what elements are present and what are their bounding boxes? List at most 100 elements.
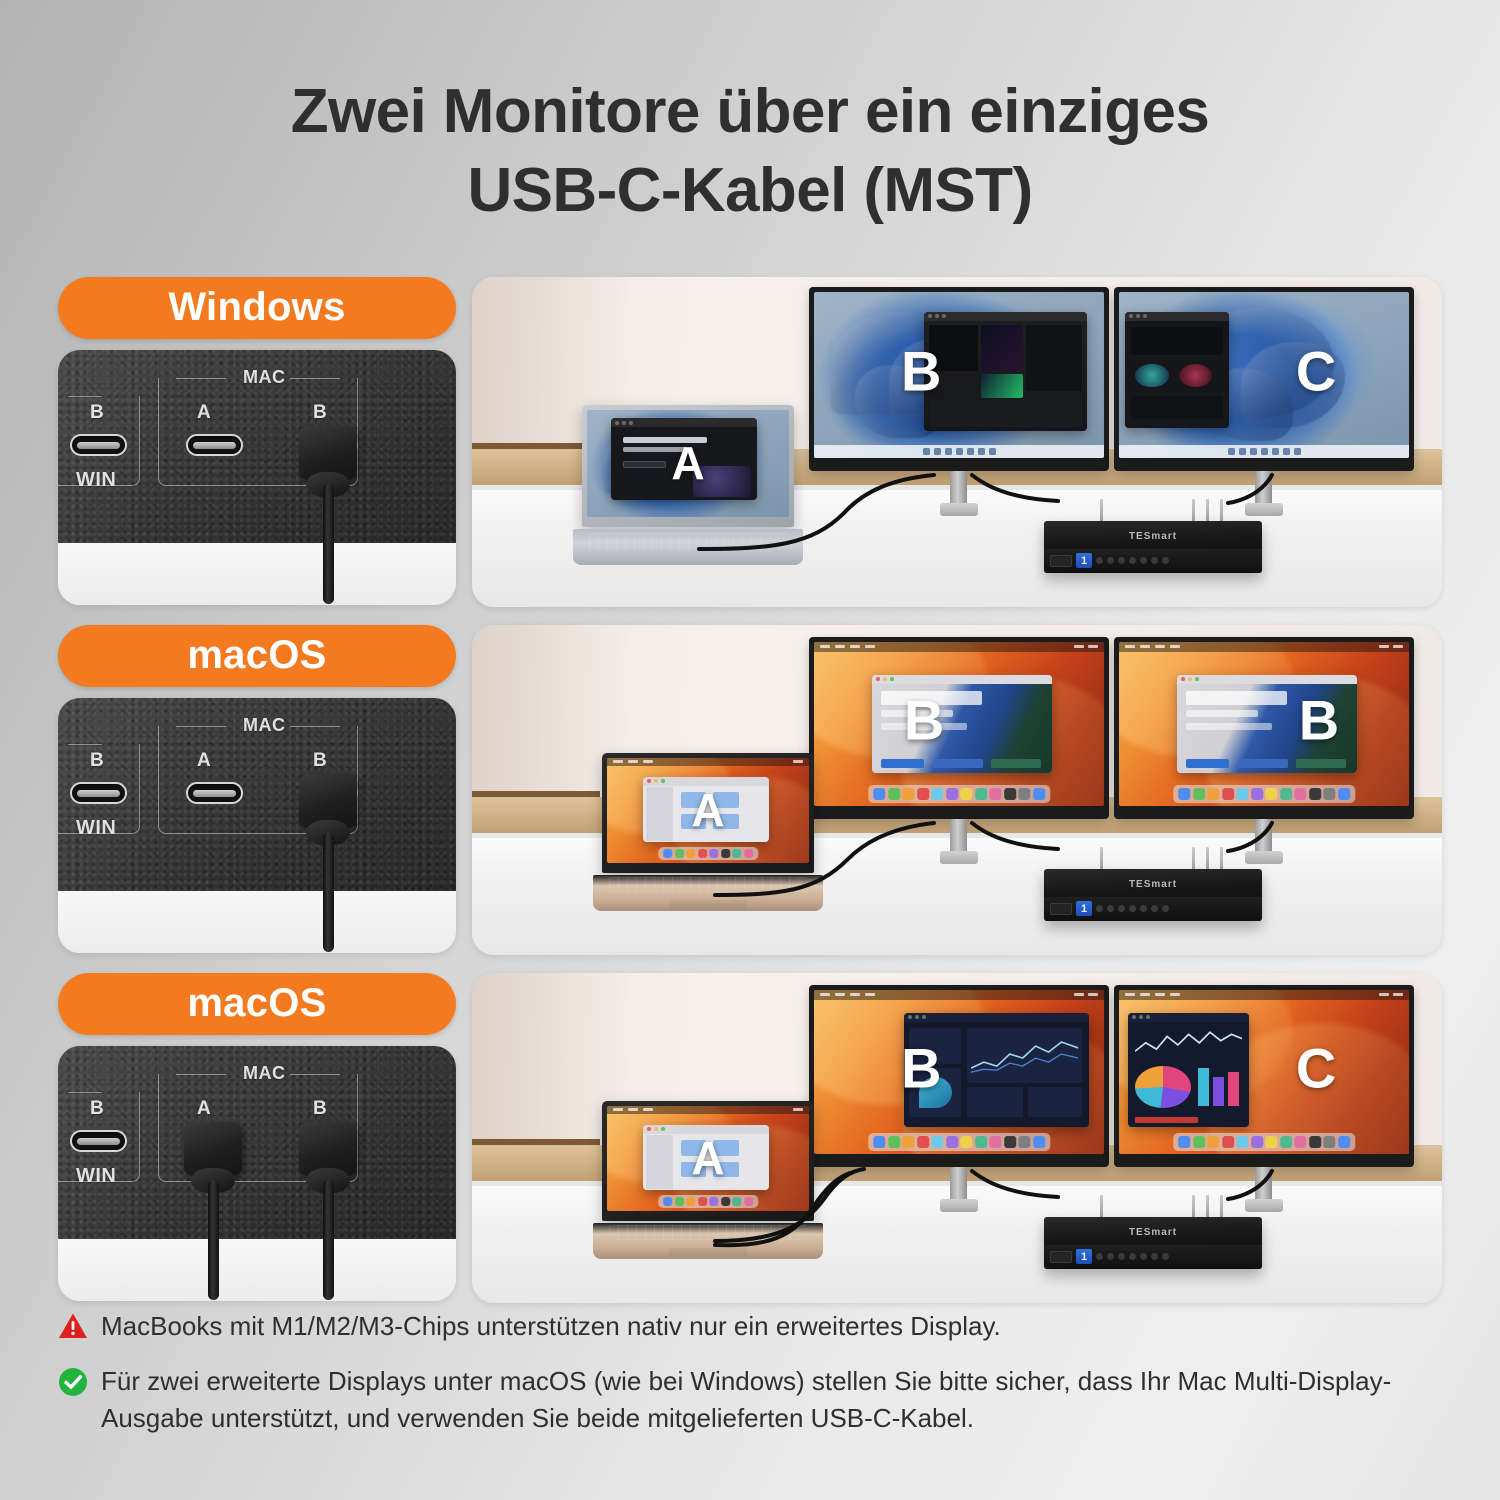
- silkscreen-group-mac: [158, 725, 358, 834]
- windows-taskbar-left[interactable]: [814, 444, 1104, 458]
- monitor-left-label: B: [901, 339, 942, 403]
- label-mac-group: MAC: [243, 366, 286, 387]
- monitor-left-dashboard: B: [809, 984, 1109, 1167]
- antenna-1: [1100, 846, 1103, 879]
- kvm-button-3[interactable]: [1118, 557, 1125, 565]
- antenna-1: [1100, 1194, 1103, 1227]
- silkscreen-group-win: [58, 1091, 140, 1182]
- label-mac-port-a: A: [197, 1097, 212, 1119]
- monitor-right-dashboard: C: [1114, 984, 1414, 1167]
- antenna-2: [1192, 846, 1195, 881]
- kvm-port-block[interactable]: [1050, 902, 1072, 915]
- label-mac-port-a: A: [197, 401, 212, 423]
- macbook-laptop: A: [593, 1100, 832, 1261]
- laptop-trackpad[interactable]: [668, 1247, 748, 1257]
- kvm-button-6[interactable]: [1151, 905, 1158, 913]
- note-warning: MacBooks mit M1/M2/M3-Chips unterstützen…: [58, 1308, 1448, 1345]
- usb-c-port-mac-a[interactable]: [186, 433, 243, 456]
- scenario-row-macos-mirror: macOS MAC B A B WIN: [0, 624, 1500, 960]
- macos-menubar-right[interactable]: [1119, 641, 1409, 652]
- kvm-button-4[interactable]: [1129, 557, 1136, 565]
- kvm-button-2[interactable]: [1107, 1253, 1114, 1261]
- analytics-dashboard-window[interactable]: [903, 1012, 1090, 1128]
- laptop-lid: A: [582, 404, 794, 527]
- laptop-dock[interactable]: [658, 846, 758, 860]
- kvm-button-1[interactable]: [1096, 557, 1103, 565]
- charts-window[interactable]: [1127, 1012, 1250, 1128]
- usb-c-port-win-b[interactable]: [70, 433, 127, 456]
- port-panel-card-row1: MAC B A B WIN: [58, 349, 456, 605]
- device-base-edge: [58, 890, 456, 953]
- desk-scene-macos-mirror: B: [472, 624, 1442, 955]
- row2-left-column: macOS MAC B A B WIN: [58, 624, 456, 953]
- os-badge-macos-2: macOS: [58, 972, 456, 1035]
- kvm-chassis: TESmart 1: [1044, 520, 1262, 573]
- title-line-2: USB-C-Kabel (MST): [467, 156, 1034, 226]
- kvm-brand-label: TESmart: [1128, 530, 1178, 542]
- laptop-lid: A: [602, 1100, 814, 1221]
- kvm-port-block[interactable]: [1050, 554, 1072, 567]
- macos-dock-right[interactable]: [1173, 784, 1355, 803]
- silkscreen-group-mac: [158, 1073, 358, 1182]
- kvm-button-5[interactable]: [1140, 557, 1147, 565]
- kvm-button-6[interactable]: [1151, 1253, 1158, 1261]
- usb-c-port-mac-a[interactable]: [186, 781, 243, 804]
- laptop-label: A: [691, 1132, 725, 1185]
- note-warning-text: MacBooks mit M1/M2/M3-Chips unterstützen…: [101, 1311, 1001, 1341]
- system-settings-window-right[interactable]: [1177, 674, 1357, 773]
- laptop-base: [593, 874, 823, 911]
- finder-window[interactable]: [643, 776, 769, 842]
- scenario-row-macos-extended: macOS MAC B A B WIN: [0, 972, 1500, 1308]
- antenna-4: [1220, 846, 1223, 881]
- usb-c-port-win-b[interactable]: [70, 781, 127, 804]
- device-base-edge: [58, 1238, 456, 1301]
- kvm-button-5[interactable]: [1140, 905, 1147, 913]
- macos-menubar[interactable]: [814, 989, 1104, 1000]
- finder-window[interactable]: [643, 1124, 769, 1190]
- system-settings-window[interactable]: [872, 674, 1052, 773]
- kvm-button-7[interactable]: [1162, 905, 1169, 913]
- label-win-port-b: B: [90, 1097, 105, 1119]
- windows-taskbar-right[interactable]: [1119, 444, 1409, 458]
- laptop-keyboard[interactable]: [609, 876, 807, 892]
- label-win-group: WIN: [76, 468, 117, 491]
- kvm-button-5[interactable]: [1140, 1253, 1147, 1261]
- usb-c-port-win-b[interactable]: [70, 1129, 127, 1152]
- macos-menubar-right[interactable]: [1119, 989, 1409, 1000]
- kvm-button-3[interactable]: [1118, 905, 1125, 913]
- macos-menubar[interactable]: [814, 641, 1104, 652]
- monitor-left-windows: B: [809, 286, 1109, 471]
- monitor-right-screen: B: [1119, 641, 1409, 806]
- kvm-button-2[interactable]: [1107, 557, 1114, 565]
- kvm-port-block[interactable]: [1050, 1250, 1072, 1263]
- laptop-lid: A: [602, 752, 814, 873]
- video-editor-window[interactable]: [924, 311, 1087, 432]
- antenna-3: [1206, 846, 1209, 879]
- kvm-button-6[interactable]: [1151, 557, 1158, 565]
- device-base-edge: [58, 542, 456, 605]
- kvm-brand-label: TESmart: [1128, 878, 1178, 890]
- kvm-button-4[interactable]: [1129, 905, 1136, 913]
- scenario-row-windows: Windows MAC B A B WIN: [0, 276, 1500, 612]
- macos-dock[interactable]: [868, 1132, 1050, 1151]
- silkscreen-rail-win: [68, 743, 102, 746]
- monitor-left-foot: [940, 850, 978, 864]
- label-win-port-b: B: [90, 749, 105, 771]
- monitor-left-stand: [950, 470, 967, 509]
- kvm-button-4[interactable]: [1129, 1253, 1136, 1261]
- laptop-trackpad[interactable]: [668, 899, 748, 909]
- kvm-button-1[interactable]: [1096, 905, 1103, 913]
- kvm-button-2[interactable]: [1107, 905, 1114, 913]
- kvm-button-3[interactable]: [1118, 1253, 1125, 1261]
- kvm-button-7[interactable]: [1162, 557, 1169, 565]
- browser-window[interactable]: [611, 418, 757, 500]
- laptop-dock[interactable]: [658, 1194, 758, 1208]
- monitor-right-screen: C: [1119, 291, 1409, 458]
- macos-dock[interactable]: [868, 784, 1050, 803]
- macos-dock-right[interactable]: [1173, 1132, 1355, 1151]
- color-grading-window[interactable]: [1124, 311, 1230, 428]
- footnotes: MacBooks mit M1/M2/M3-Chips unterstützen…: [58, 1308, 1448, 1455]
- os-badge-macos-1: macOS: [58, 624, 456, 687]
- kvm-button-7[interactable]: [1162, 1253, 1169, 1261]
- kvm-button-1[interactable]: [1096, 1253, 1103, 1261]
